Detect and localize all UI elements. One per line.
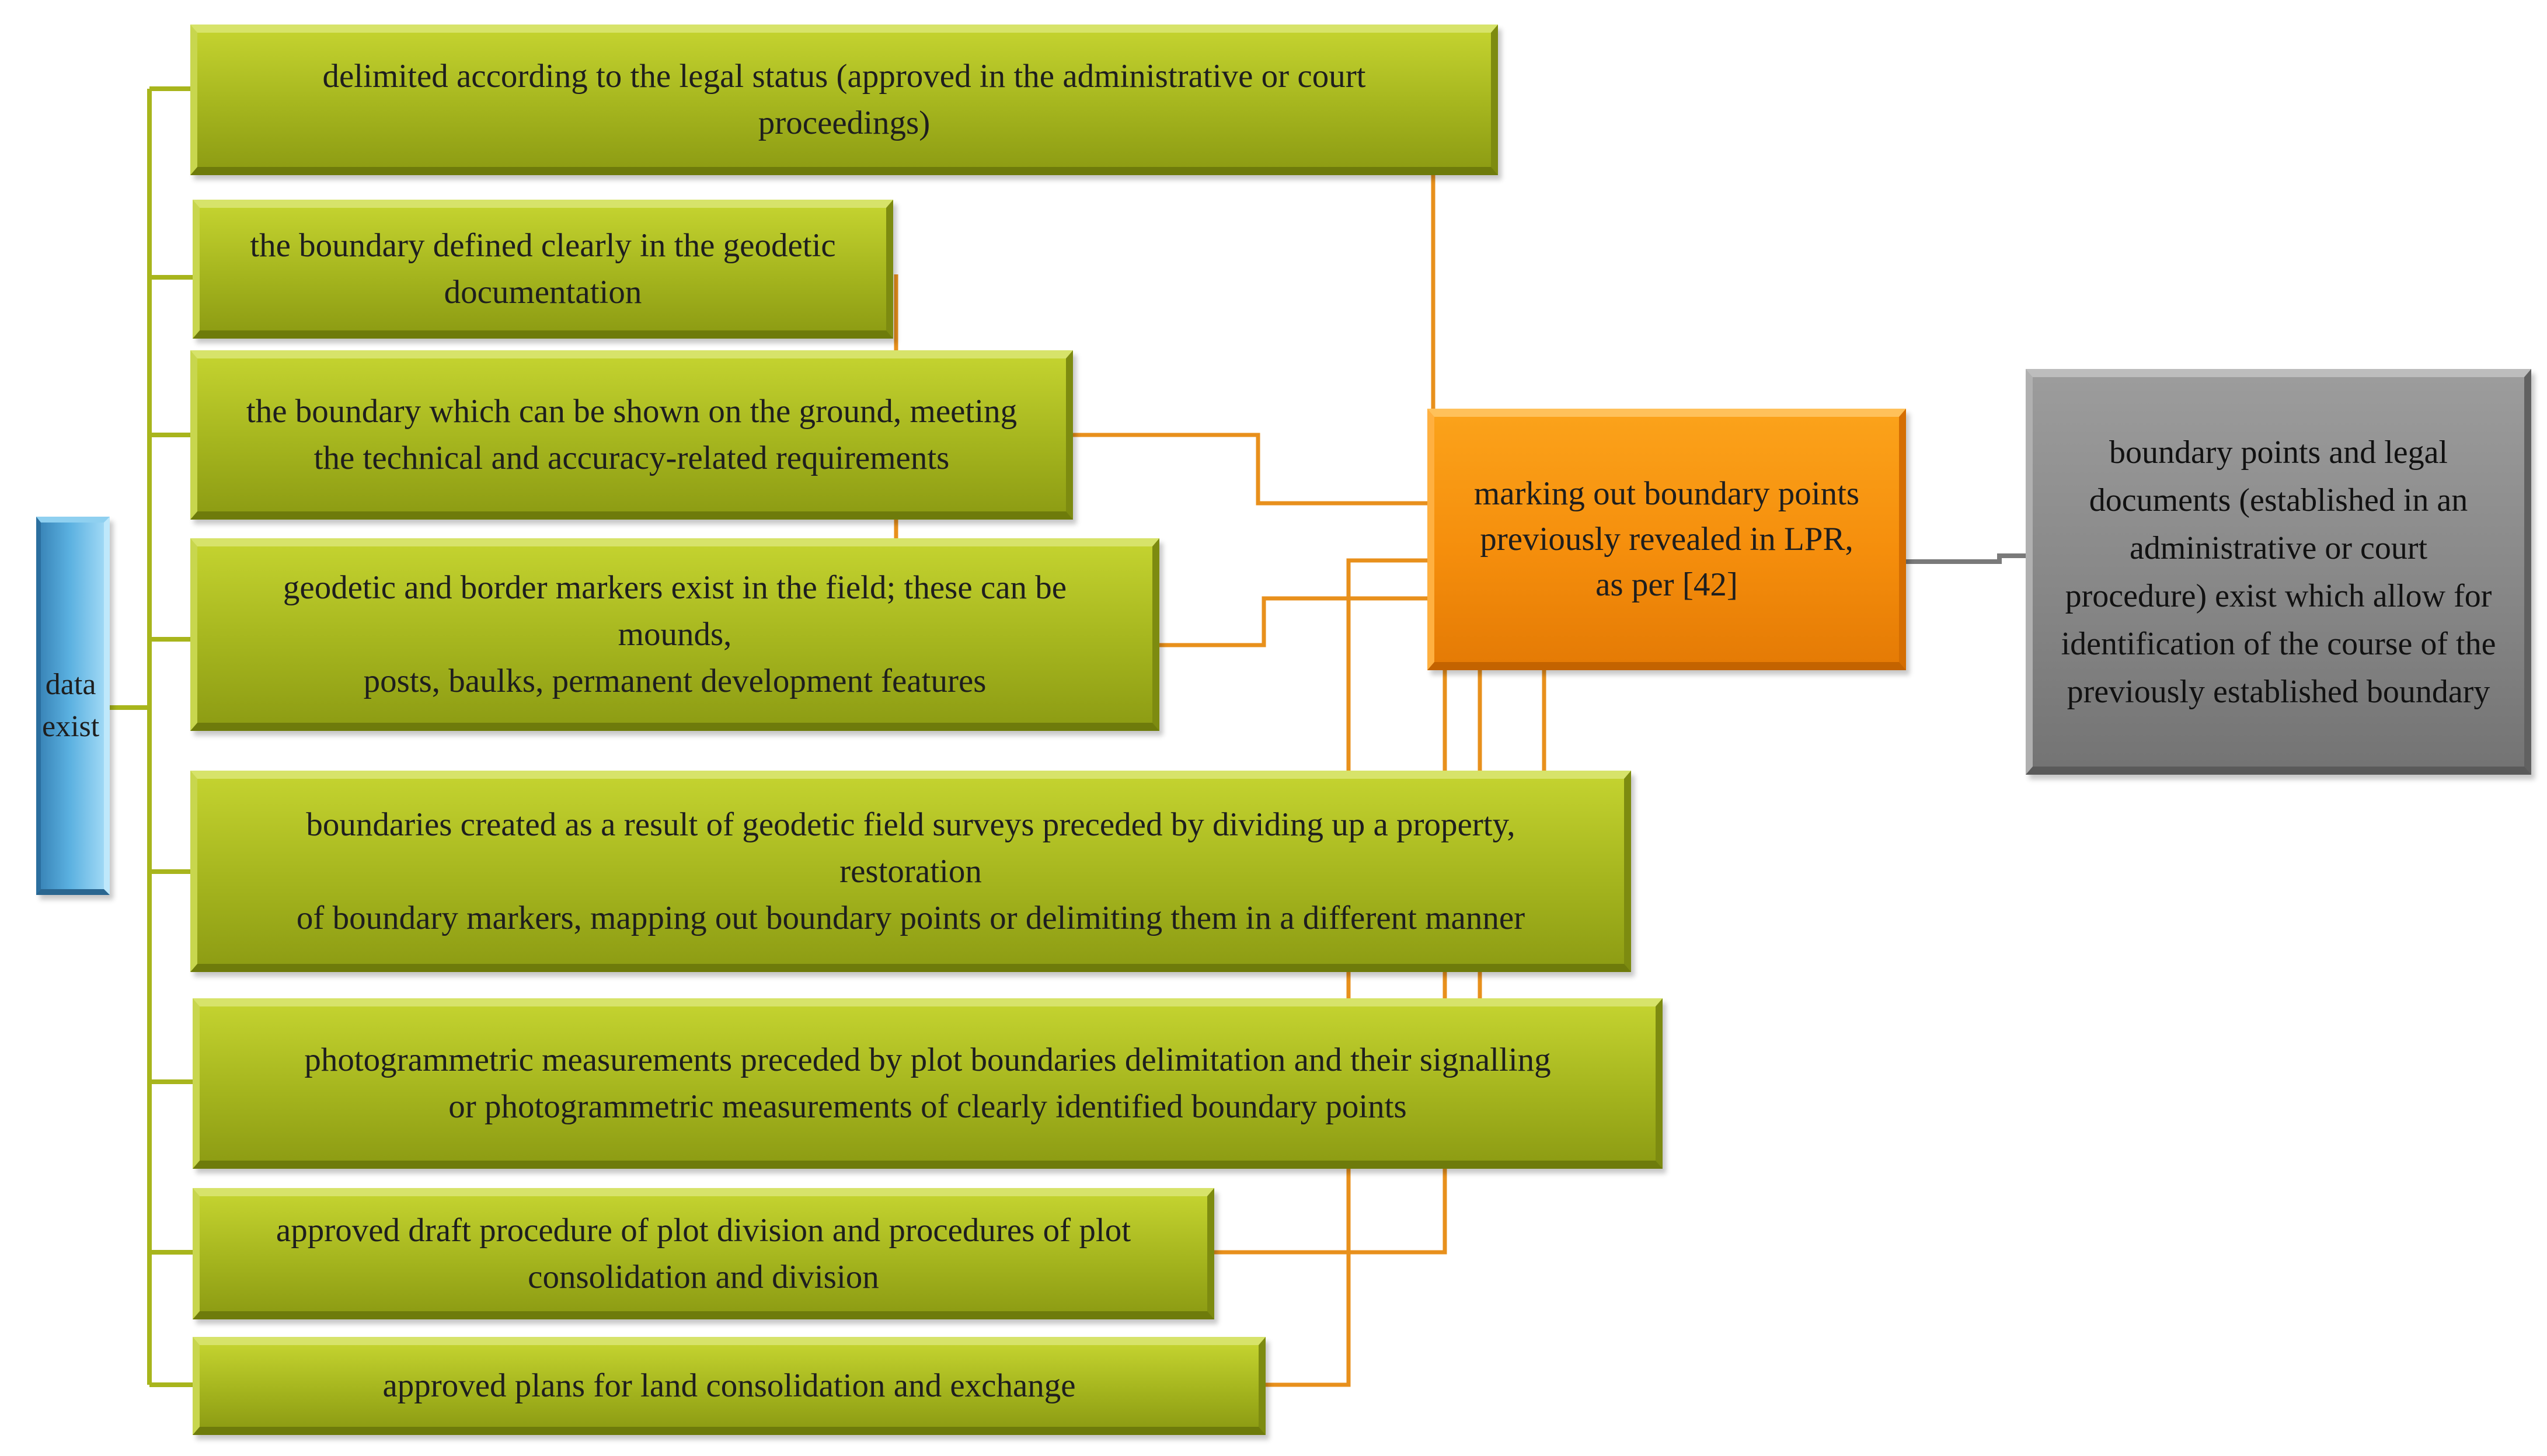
result-node: boundary points and legal documents (est…	[2026, 369, 2531, 775]
item-4-text: geodetic and border markers exist in the…	[283, 569, 1067, 699]
link-item-4	[1159, 596, 1427, 647]
item-2-text: the boundary defined clearly in the geod…	[250, 227, 836, 311]
item-4-box: geodetic and border markers exist in the…	[190, 538, 1159, 731]
item-6-text: photogrammetric measurements preceded by…	[304, 1042, 1551, 1125]
item-7-box: approved draft procedure of plot divisio…	[193, 1188, 1214, 1319]
root-label: data exist	[42, 668, 100, 743]
item-1-text: delimited according to the legal status …	[322, 58, 1366, 141]
item-1-box: delimited according to the legal status …	[190, 25, 1498, 175]
link-item-3	[1071, 433, 1427, 506]
center-text: marking out boundary points previously r…	[1473, 475, 1860, 603]
link-item-7	[1213, 1165, 1447, 1255]
item-5-box: boundaries created as a result of geodet…	[190, 771, 1631, 972]
item-7-text: approved draft procedure of plot divisio…	[276, 1211, 1131, 1295]
root-node: data exist	[36, 517, 110, 895]
link-item-8	[1264, 558, 1427, 1387]
item-2-box: the boundary defined clearly in the geod…	[193, 200, 893, 339]
item-8-text: approved plans for land consolidation an…	[382, 1367, 1076, 1404]
item-8-box: approved plans for land consolidation an…	[193, 1337, 1266, 1435]
item-5-text: boundaries created as a result of geodet…	[296, 806, 1525, 936]
center-node: marking out boundary points previously r…	[1427, 409, 1906, 670]
item-3-box: the boundary which can be shown on the g…	[190, 350, 1073, 520]
item-3-text: the boundary which can be shown on the g…	[246, 393, 1018, 476]
link-to-result	[1904, 553, 2026, 564]
item-6-box: photogrammetric measurements preceded by…	[193, 998, 1663, 1169]
result-text: boundary points and legal documents (est…	[2061, 434, 2496, 710]
